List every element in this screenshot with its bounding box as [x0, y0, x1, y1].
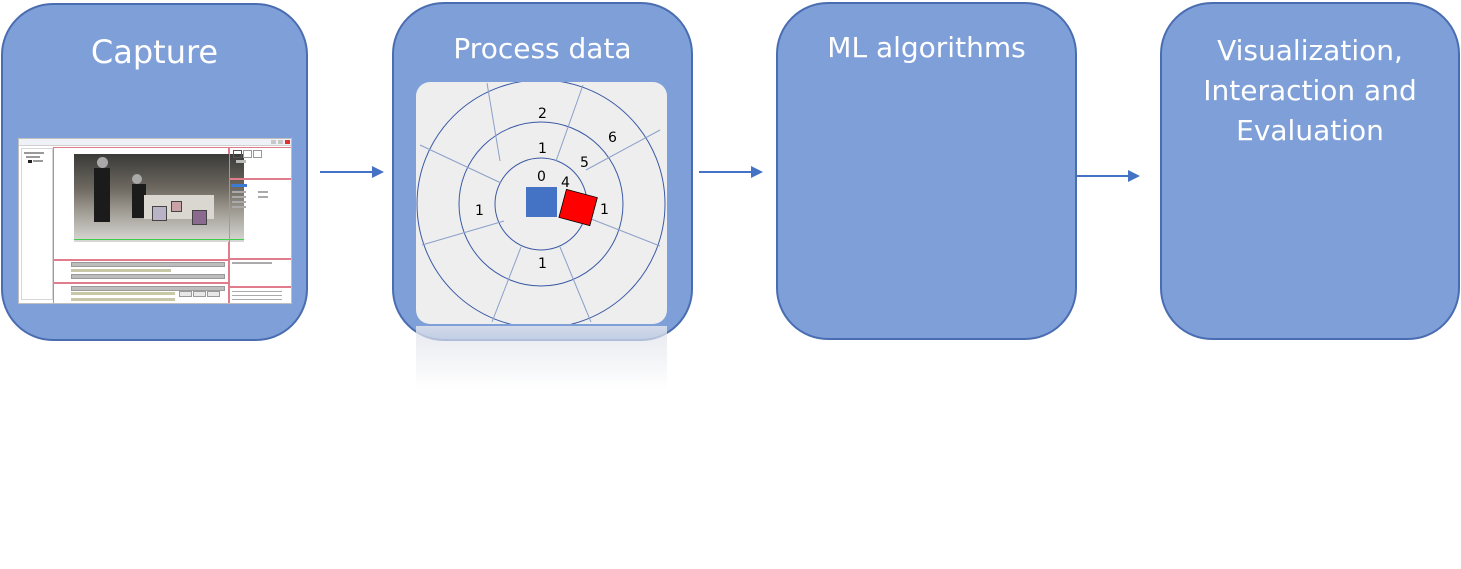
region-label: 1: [475, 203, 484, 219]
stage-viz-title-line: Interaction and: [1203, 74, 1417, 107]
sector-dividers: [419, 82, 661, 323]
stage-process-title: Process data: [453, 32, 632, 65]
project-tree-panel: [21, 148, 53, 300]
properties-pane: [229, 179, 291, 259]
timeline-button[interactable]: [207, 291, 220, 297]
region-label: 6: [608, 130, 617, 146]
target-object: [558, 188, 598, 227]
flow-arrow-2: [699, 166, 763, 178]
flow-arrow-3: [1077, 170, 1140, 182]
region-label: 1: [538, 141, 547, 157]
annotation-pane: [229, 259, 291, 287]
stage-viz-title-line: Evaluation: [1236, 114, 1384, 147]
flow-arrow-1: [320, 166, 384, 178]
region-label: 0: [537, 169, 546, 185]
stage-viz-title: Visualization, Interaction and Evaluatio…: [1162, 31, 1458, 151]
region-label: 1: [538, 256, 547, 272]
stage-ml-title: ML algorithms: [827, 31, 1026, 64]
reference-object: [526, 187, 557, 217]
stage-ml-algorithms: ML algorithms: [776, 2, 1077, 340]
timeline-button[interactable]: [193, 291, 206, 297]
ring-lines: [416, 82, 666, 324]
outer-ring: [416, 82, 666, 324]
stage-visualization: Visualization, Interaction and Evaluatio…: [1160, 2, 1460, 340]
app-title-bar: [19, 139, 291, 146]
tools-pane: [229, 147, 291, 179]
close-icon: [285, 140, 290, 144]
stage-capture-title: Capture: [90, 33, 219, 71]
video-frame: [74, 154, 244, 242]
middle-ring: [458, 121, 624, 287]
region-label: 2: [538, 106, 547, 122]
event-list-pane: [229, 287, 291, 303]
region-label: 5: [580, 155, 589, 171]
region-label: 4: [561, 175, 570, 191]
capture-app-screenshot: [18, 138, 292, 304]
timeline-pane-1: [53, 259, 229, 283]
region-label: 1: [600, 202, 609, 218]
panel-reflection: [416, 326, 667, 390]
timeline-pane-2: [53, 283, 229, 303]
timeline-button[interactable]: [179, 291, 192, 297]
stage-viz-title-line: Visualization,: [1217, 34, 1403, 67]
